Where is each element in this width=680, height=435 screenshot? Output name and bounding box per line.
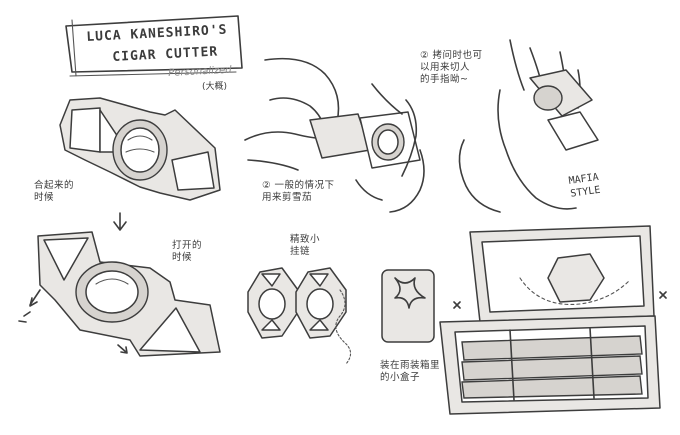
label-closed: 合起来的 时候 bbox=[34, 180, 75, 203]
pouch-drawing bbox=[381, 269, 435, 343]
title-frame bbox=[65, 15, 243, 77]
label-usage: ② 一般的情况下 用来剪雪茄 bbox=[262, 180, 335, 203]
case-drawing bbox=[439, 225, 667, 415]
subtitle-note: (大概) bbox=[202, 82, 228, 92]
cutter-closed-drawing bbox=[59, 97, 221, 201]
cutter-open-drawing bbox=[18, 231, 221, 357]
hand-mafia-drawing bbox=[458, 39, 599, 213]
label-fingers: ② 拷问时也可 以用来切人 的手指呦~ bbox=[420, 50, 483, 85]
hands-cutting-drawing bbox=[244, 57, 425, 213]
label-mafia-style: MAFIA STYLE bbox=[568, 171, 602, 200]
down-arrow bbox=[113, 212, 127, 231]
label-detail: 精致小 挂链 bbox=[290, 234, 321, 257]
label-box: 装在雨装箱里 的小盒子 bbox=[380, 360, 441, 383]
cutter-detail-drawing bbox=[247, 267, 352, 365]
label-open: 打开的 时候 bbox=[172, 240, 203, 263]
